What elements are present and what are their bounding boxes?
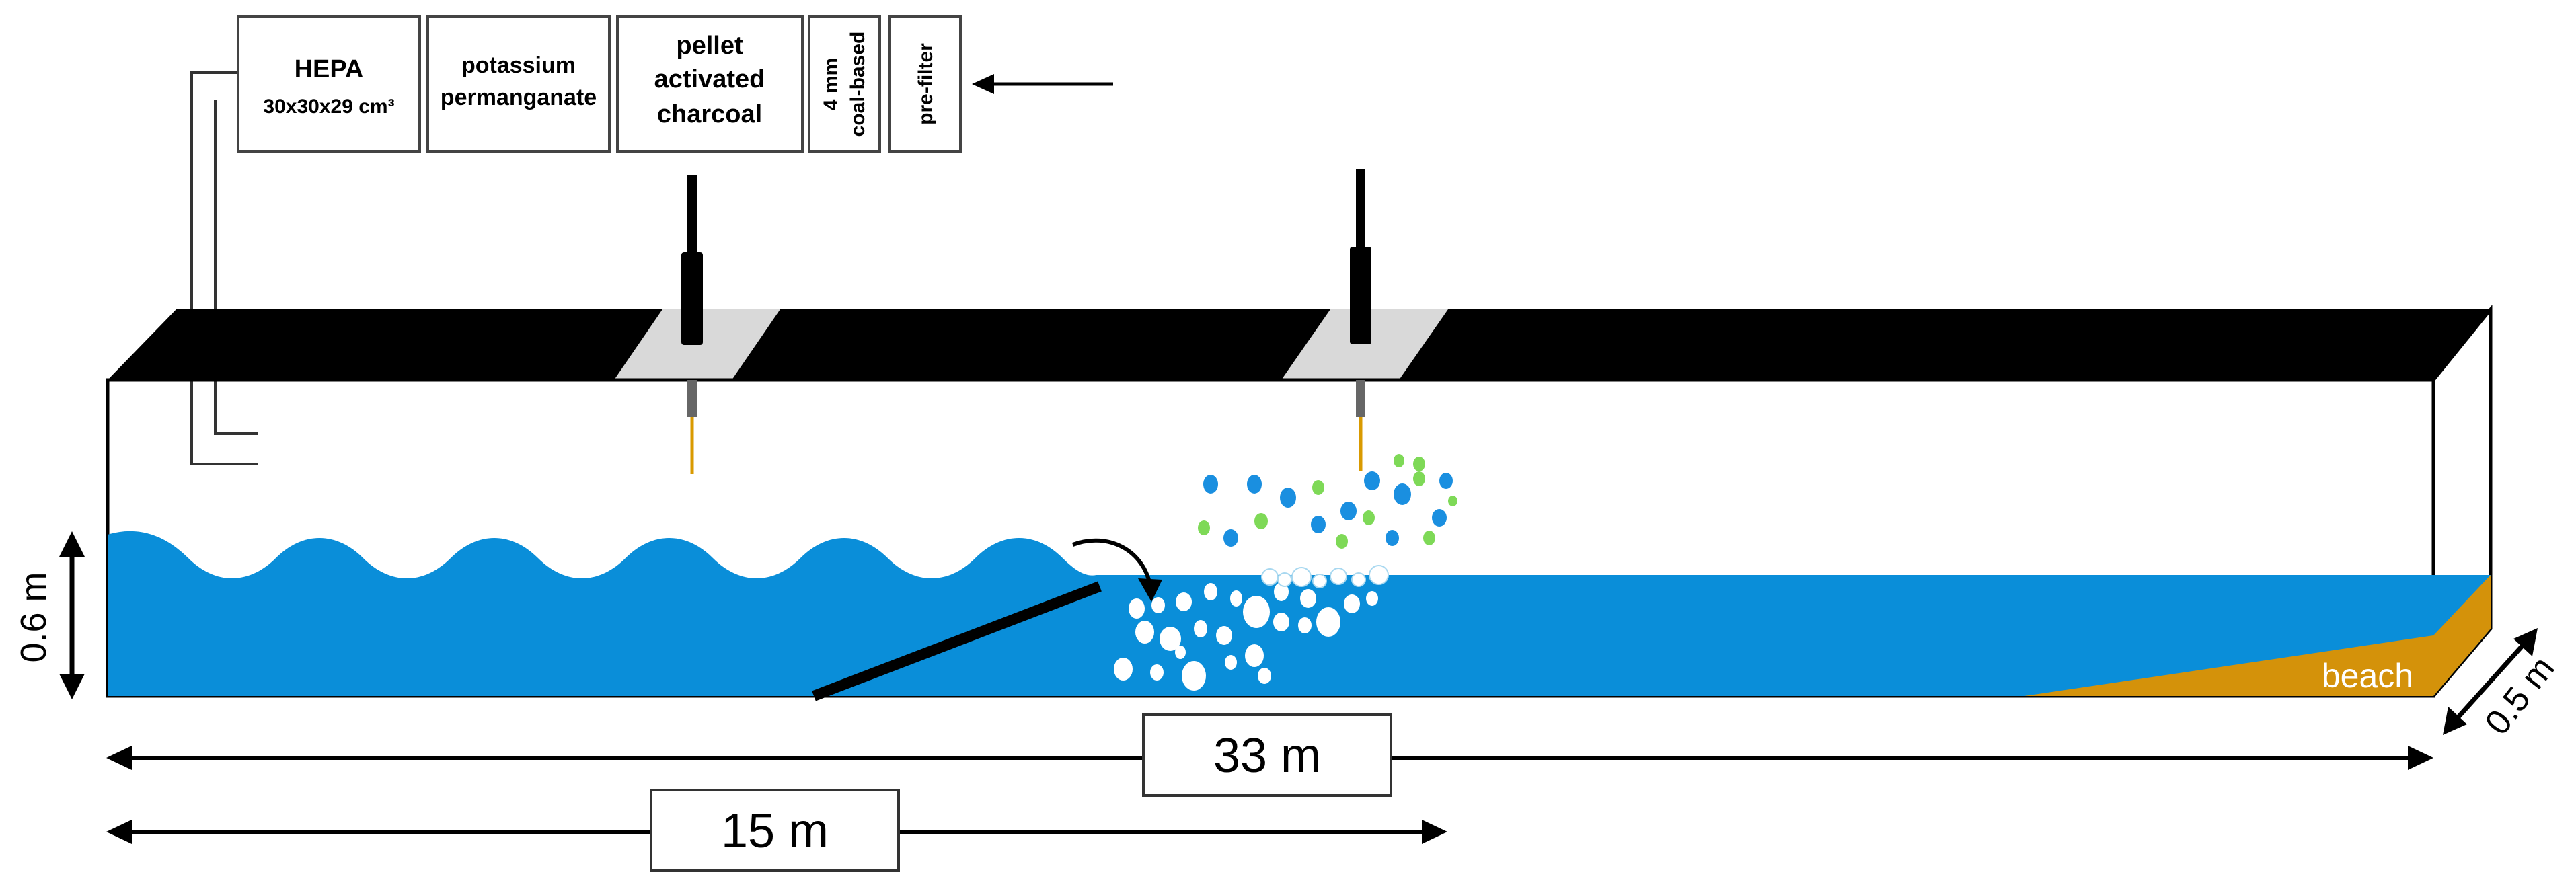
length-partial-label: 15 m	[721, 804, 829, 858]
potassium-line2: permanganate	[441, 85, 597, 110]
length-partial-arrow	[106, 789, 1447, 872]
breaker-plate	[812, 581, 1102, 701]
hepa-title: HEPA	[295, 55, 364, 83]
pellet-line1: pellet	[676, 32, 743, 60]
prefilter-label: pre-filter	[915, 43, 937, 125]
water-body	[108, 531, 2433, 696]
sensor-window-right	[1281, 309, 1448, 380]
filter-coal-based: 4 mm coal-based	[808, 15, 881, 153]
width-label: 0.5 m	[2478, 649, 2563, 742]
surface-bubbles	[1261, 565, 1389, 588]
beach-label: beach	[2322, 657, 2413, 695]
length-total-label: 33 m	[1213, 729, 1321, 783]
pellet-line3: charcoal	[657, 100, 762, 128]
beach-slope	[2024, 635, 2433, 696]
hepa-size: 30x30x29 cm³	[263, 95, 394, 118]
aerosol-droplets	[1198, 454, 1457, 549]
filter-pre-filter: pre-filter	[888, 15, 962, 153]
breaking-wave-arrow	[1071, 538, 1162, 602]
underwater-bubbles	[1114, 582, 1378, 691]
filter-pellet-activated-charcoal: pellet activated charcoal	[616, 15, 804, 153]
sensor-probe-left	[681, 175, 703, 474]
airflow-arrow	[972, 74, 1113, 94]
coal-line1: 4 mm	[820, 58, 842, 110]
potassium-line1: potassium	[461, 52, 576, 78]
beach-side	[2433, 575, 2491, 696]
height-dimension-arrow	[59, 531, 85, 699]
height-label: 0.6 m	[13, 572, 54, 662]
filter-potassium-permanganate: potassium permanganate	[426, 15, 611, 153]
tank-lid	[108, 309, 2491, 380]
coal-line2: coal-based	[847, 32, 869, 137]
pellet-line2: activated	[654, 65, 765, 93]
filter-hepa: HEPA 30x30x29 cm³	[237, 15, 421, 153]
length-total-arrow	[106, 713, 2433, 797]
sensor-probe-right	[1350, 169, 1371, 471]
width-dimension-arrow	[2443, 628, 2538, 735]
air-supply-pipe	[190, 71, 258, 465]
